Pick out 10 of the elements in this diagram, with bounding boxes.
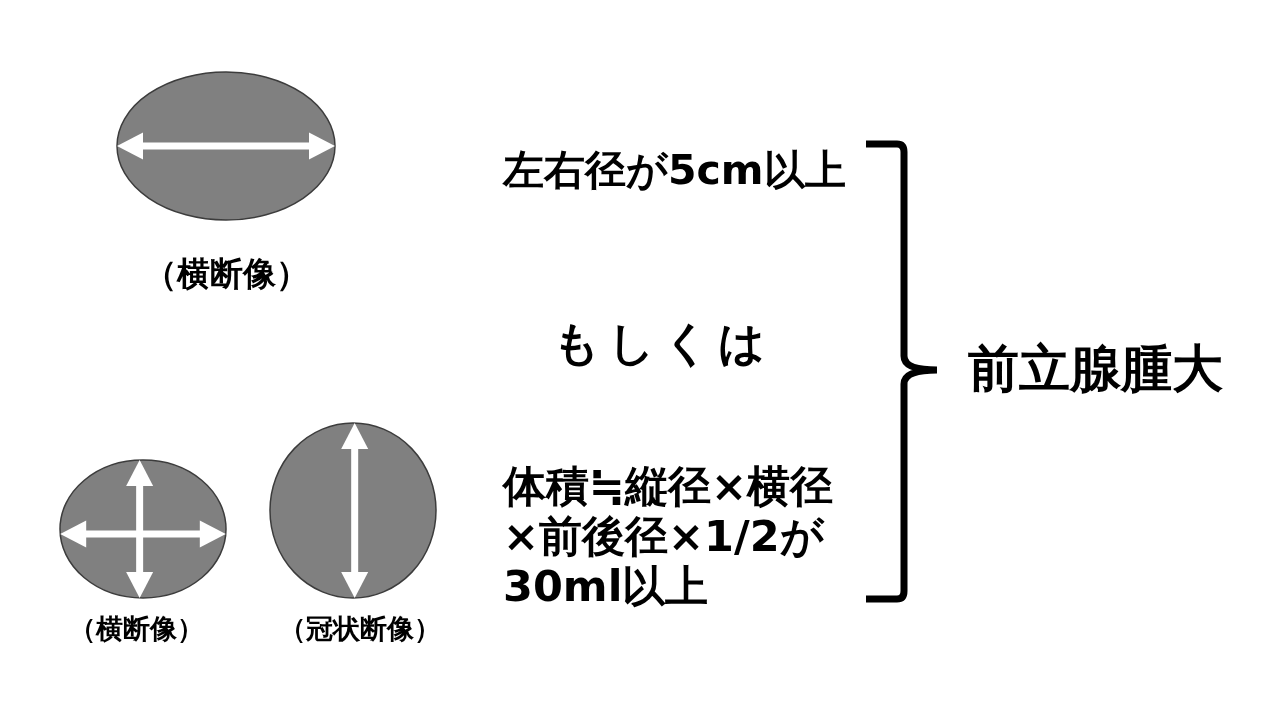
image-caption: （横断像） [68,613,204,646]
image-caption: （冠状断像） [279,613,441,646]
cross-section-ellipse [116,71,336,221]
cross-section-ellipse [59,459,227,599]
image-caption: （横断像） [143,254,309,294]
diagnosis-text: 前立腺腫大 [968,338,1224,400]
criterion-text: 体積≒縦径×横径×前後径×1/2が30ml以上 [503,461,835,611]
conjunction-text: もしくは [553,316,774,372]
cross-section-ellipse [269,422,437,599]
criterion-text: 左右径が5cm以上 [503,146,847,196]
